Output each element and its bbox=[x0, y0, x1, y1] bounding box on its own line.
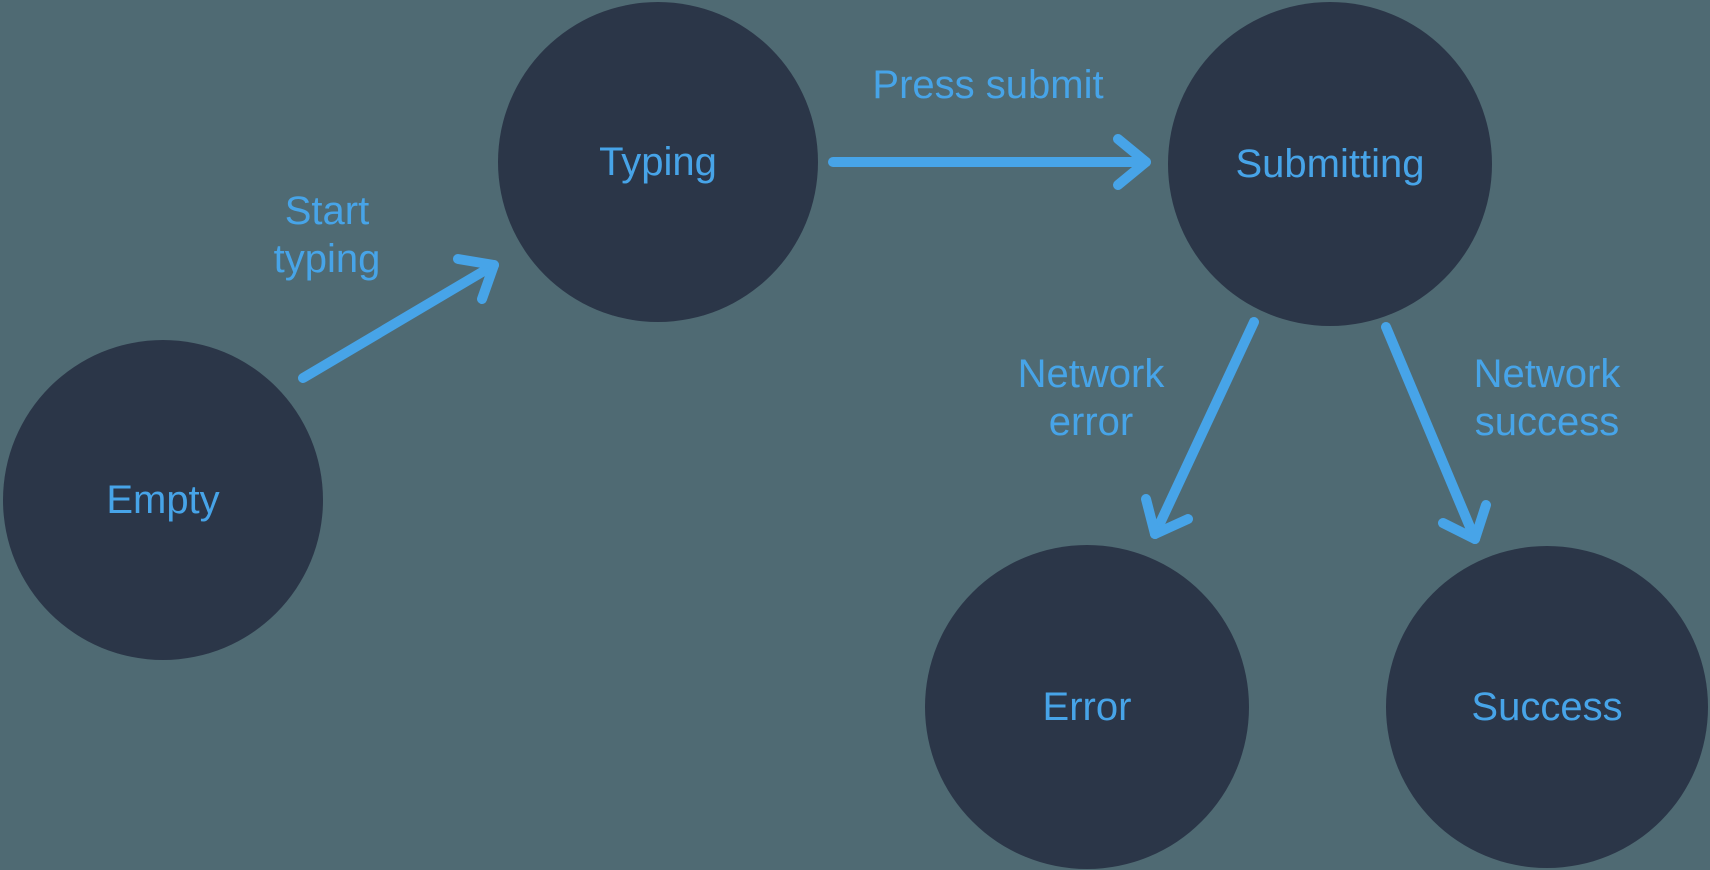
edge-arrowhead bbox=[1113, 134, 1151, 190]
state-node-submitting: Submitting bbox=[1168, 2, 1492, 326]
edge-shaft bbox=[298, 260, 499, 383]
edge-arrowhead bbox=[1141, 494, 1193, 539]
edge-label-press-submit: Press submit bbox=[872, 63, 1104, 107]
state-node-label: Success bbox=[1471, 685, 1623, 729]
state-node-label: Error bbox=[1042, 685, 1132, 729]
edge-shaft bbox=[1150, 317, 1259, 539]
state-node-empty: Empty bbox=[3, 340, 323, 660]
edge-arrowhead bbox=[453, 254, 499, 304]
edge-label-start-typing: Start typing bbox=[273, 189, 381, 281]
state-node-label: Empty bbox=[106, 478, 220, 522]
edge-arrow-network-success bbox=[1381, 322, 1491, 544]
edge-label-network-success: Network success bbox=[1473, 352, 1621, 444]
edge-arrow-press-submit bbox=[828, 134, 1151, 190]
state-node-error: Error bbox=[925, 545, 1249, 869]
state-node-label: Typing bbox=[599, 140, 717, 184]
edge-label-network-error: Network error bbox=[1017, 352, 1165, 444]
state-node-label: Submitting bbox=[1235, 142, 1425, 186]
edge-arrow-network-error bbox=[1141, 317, 1259, 539]
edge-arrowhead bbox=[1438, 500, 1491, 544]
edge-arrow-start-typing bbox=[298, 254, 499, 383]
edge-shaft bbox=[1381, 322, 1480, 544]
state-node-typing: Typing bbox=[498, 2, 818, 322]
state-node-success: Success bbox=[1386, 546, 1708, 868]
